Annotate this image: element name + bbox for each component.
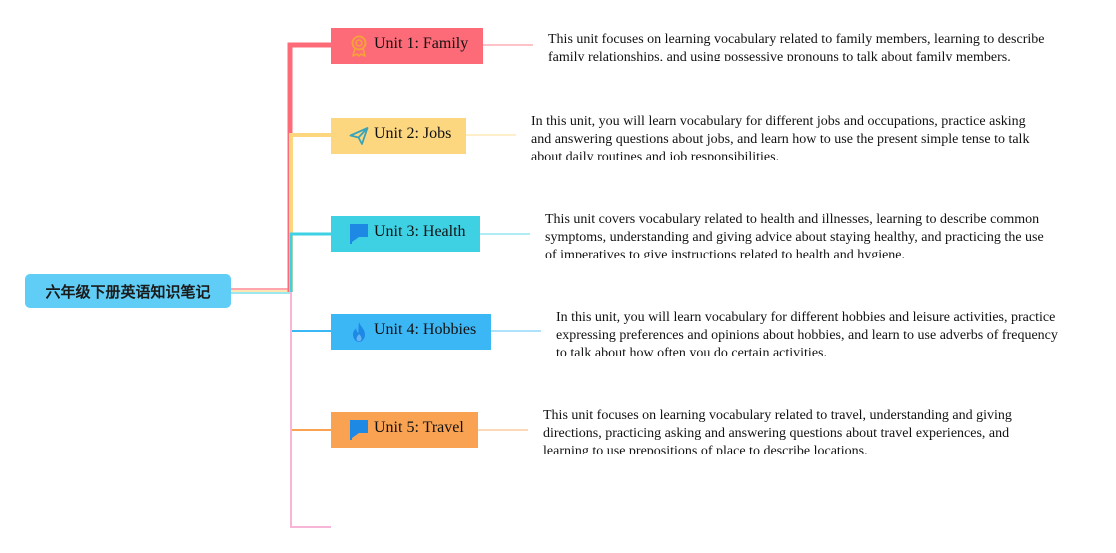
unit-description-jobs: In this unit, you will learn vocabulary … [531, 114, 1030, 160]
award-ribbon-icon [348, 35, 370, 57]
branch-line-extra [290, 292, 331, 528]
branch-line-unit-5 [290, 292, 331, 431]
unit-node-label: Unit 5: Travel [374, 419, 464, 436]
branch-line-unit-3 [289, 232, 331, 292]
unit-node-hobbies[interactable]: Unit 4: Hobbies [331, 314, 491, 350]
unit-description-hobbies: In this unit, you will learn vocabulary … [556, 310, 1058, 356]
unit-node-family[interactable]: Unit 1: Family [331, 28, 483, 64]
unit-node-label: Unit 3: Health [374, 223, 466, 240]
root-connector-stubs [231, 288, 292, 294]
paper-plane-icon [348, 125, 370, 147]
branch-line-unit-1 [287, 42, 331, 292]
branch-line-unit-4 [290, 292, 331, 332]
unit-node-travel[interactable]: Unit 5: Travel [331, 412, 478, 448]
unit-node-label: Unit 2: Jobs [374, 125, 452, 142]
unit-node-jobs[interactable]: Unit 2: Jobs [331, 118, 466, 154]
root-topic-node[interactable]: 六年级下册英语知识笔记 [25, 274, 231, 308]
unit-description-health: This unit covers vocabulary related to h… [545, 212, 1044, 258]
unit-description-family: This unit focuses on learning vocabulary… [548, 32, 1045, 61]
unit-node-label: Unit 4: Hobbies [374, 321, 477, 338]
unit-node-label: Unit 1: Family [374, 35, 469, 52]
flame-icon [348, 321, 370, 343]
flag-icon [348, 419, 370, 441]
root-topic-label: 六年级下册英语知识笔记 [45, 282, 211, 301]
flag-icon [348, 223, 370, 245]
branch-line-unit-2 [289, 133, 331, 292]
unit-node-health[interactable]: Unit 3: Health [331, 216, 480, 252]
unit-description-travel: This unit focuses on learning vocabulary… [543, 408, 1012, 454]
